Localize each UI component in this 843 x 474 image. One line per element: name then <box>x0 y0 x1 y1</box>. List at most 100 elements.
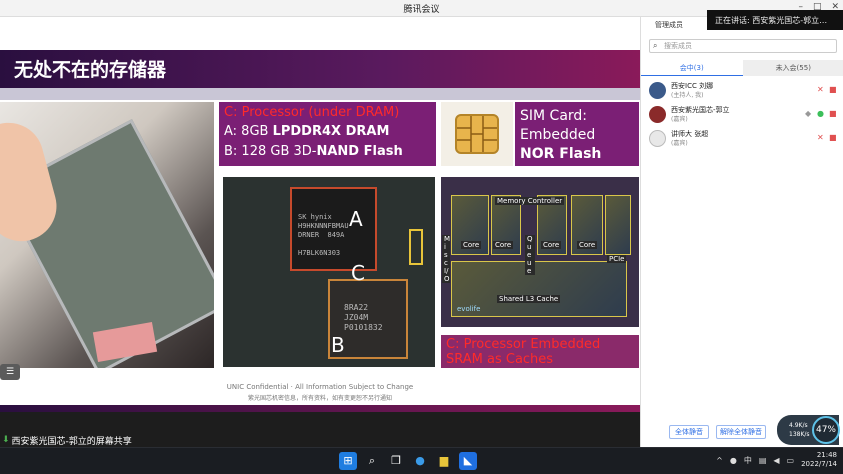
upload-speed: 4.9K/s <box>789 422 808 429</box>
maximize-button[interactable]: □ <box>812 2 822 12</box>
list-menu-icon[interactable]: ☰ <box>0 364 20 380</box>
participant-name: 西安紫光国芯-郭立 <box>671 106 730 114</box>
label-misc-io: Misc I/O <box>442 235 451 283</box>
footer-line-1: UNIC Confidential · All Information Subj… <box>226 383 414 391</box>
tencent-meeting-icon[interactable]: ◣ <box>459 452 477 470</box>
label-core-1: Core <box>461 241 482 249</box>
volume-icon[interactable]: ◀ <box>773 455 780 465</box>
mic-muted-icon[interactable]: ✕ <box>817 85 824 94</box>
sram-line-2: SRAM as Caches <box>446 352 554 367</box>
panel-footer: 全体静音 解除全体静音 <box>641 421 843 443</box>
slide-bottom-bar <box>0 405 640 412</box>
mark-a: A <box>349 207 363 231</box>
mark-c: C <box>351 261 365 285</box>
label-pcie: PCIe <box>607 255 627 263</box>
dram-line: A: 8GB LPDDR4X DRAM <box>224 124 390 139</box>
participant-name: 讲师大 张超 <box>671 130 709 138</box>
tray-chevron-icon[interactable]: ^ <box>716 455 723 465</box>
speaking-text: 正在讲话: 西安紫光国芯-郭立… <box>715 16 828 25</box>
processor-die-shot: Memory Controller Core Core Queue Core C… <box>441 177 639 327</box>
share-status-icon: ⬇ <box>2 435 10 445</box>
camera-off-icon[interactable]: ■ <box>829 133 837 142</box>
sharer-name: 西安紫光国芯-郭立的屏幕共享 <box>11 436 132 447</box>
tab-in-meeting[interactable]: 会中(3) <box>641 60 743 76</box>
participant-row[interactable]: 西安紫光国芯-郭立 (嘉宾) ◆ ● ■ <box>649 105 839 125</box>
screen-share-label: ⬇ 西安紫光国芯-郭立的屏幕共享 <box>0 433 142 447</box>
die-l3-cache <box>451 261 627 317</box>
clock-time: 21:48 <box>816 451 837 459</box>
sim-info-box: SIM Card: Embedded NOR Flash <box>515 102 639 166</box>
sim-line-3: NOR Flash <box>520 146 602 162</box>
slide-title: 无处不在的存储器 <box>14 59 167 81</box>
start-icon[interactable]: ⊞ <box>339 452 357 470</box>
network-widget: 4.9K/s 138K/s 47% <box>777 415 840 445</box>
camera-off-icon[interactable]: ■ <box>829 85 837 94</box>
sram-info-box: C: Processor Embedded SRAM as Caches <box>441 335 639 368</box>
participant-row[interactable]: 讲师大 张超 (嘉宾) ✕ ■ <box>649 129 839 149</box>
member-search-input[interactable]: ⌕ 搜索成员 <box>649 39 837 53</box>
battery-icon[interactable]: ▭ <box>786 455 795 465</box>
tray-app-icon[interactable]: ● <box>729 455 737 465</box>
avatar <box>649 130 666 147</box>
slide-footer: UNIC Confidential · All Information Subj… <box>0 383 640 402</box>
avatar <box>649 106 666 123</box>
ime-indicator[interactable]: 中 <box>743 455 752 465</box>
member-tabs: 会中(3) 未入会(55) <box>641 60 843 76</box>
search-icon[interactable]: ⌕ <box>368 454 376 467</box>
task-view-icon[interactable]: ❐ <box>391 454 401 467</box>
members-panel-header: 管理成员 <box>641 17 843 33</box>
search-icon: ⌕ <box>653 41 658 50</box>
minimize-button[interactable]: – <box>798 2 803 12</box>
nand-chip-text: 8RA22 JZ04M P0101832 <box>344 303 383 332</box>
label-memory-controller: Memory Controller <box>495 197 565 205</box>
participant-name: 西安ICC 刘娜 <box>671 82 714 90</box>
window-title: 腾讯会议 <box>403 5 440 15</box>
tab-not-joined[interactable]: 未入会(55) <box>775 64 811 72</box>
mic-on-icon[interactable]: ● <box>817 109 824 118</box>
search-placeholder: 搜索成员 <box>664 42 692 50</box>
sim-chip-icon <box>455 114 499 154</box>
processor-info-box: C: Processor (under DRAM) A: 8GB LPDDR4X… <box>219 102 436 166</box>
dram-chip-text: SK hynix H9HKNNNFBMAU DRNER 849A H7BLK6N… <box>298 213 349 257</box>
sim-line-1: SIM Card: <box>520 108 588 124</box>
sram-line-1: C: Processor Embedded <box>446 337 601 352</box>
screen-share-area: 无处不在的存储器 C: Processor (under DRAM) A: 8G… <box>0 17 640 447</box>
title-bar: 腾讯会议 – □ ✕ <box>0 0 843 17</box>
download-speed: 138K/s <box>789 431 810 438</box>
camera-off-icon[interactable]: ■ <box>829 109 837 118</box>
mute-all-button[interactable]: 全体静音 <box>669 425 709 439</box>
slide-band <box>0 88 640 100</box>
sim-line-2: Embedded <box>520 127 596 143</box>
dram-chip: SK hynix H9HKNNNFBMAU DRNER 849A H7BLK6N… <box>290 187 377 271</box>
mic-muted-icon[interactable]: ✕ <box>817 133 824 142</box>
participant-role: (嘉宾) <box>671 116 688 123</box>
participant-role: (主持人, 我) <box>671 92 704 99</box>
edge-browser-icon[interactable]: ● <box>415 454 425 467</box>
close-button[interactable]: ✕ <box>831 2 839 12</box>
die-pcie <box>605 195 631 255</box>
file-explorer-icon[interactable]: ▆ <box>439 454 449 467</box>
taskbar: ⊞ ⌕ ❐ ● ▆ ◣ ^ ● 中 ▤ ◀ ▭ 21:48 2022/7/14 <box>0 447 843 474</box>
label-core-2: Core <box>493 241 514 249</box>
label-core-3: Core <box>541 241 562 249</box>
label-queue: Queue <box>525 235 535 275</box>
panel-title: 管理成员 <box>655 21 683 29</box>
nand-line: B: 128 GB 3D-NAND Flash <box>224 144 403 159</box>
nand-chip: 8RA22 JZ04M P0101832 <box>328 279 408 359</box>
speaking-indicator: 正在讲话: 西安紫光国芯-郭立… <box>707 10 843 30</box>
shield-icon: ◆ <box>805 109 812 118</box>
die-brand: evolife <box>457 305 481 313</box>
processor-bracket <box>409 229 423 265</box>
label-core-4: Core <box>577 241 598 249</box>
shared-slide: 无处不在的存储器 C: Processor (under DRAM) A: 8G… <box>0 17 640 412</box>
participant-row[interactable]: 西安ICC 刘娜 (主持人, 我) ✕ ■ <box>649 81 839 101</box>
members-panel: 管理成员 正在讲话: 西安紫光国芯-郭立… ⌕ 搜索成员 会中(3) 未入会(5… <box>640 10 843 447</box>
unmute-all-button[interactable]: 解除全体静音 <box>716 425 766 439</box>
mark-b: B <box>331 333 345 357</box>
cpu-percent: 47% <box>812 416 840 444</box>
label-l3: Shared L3 Cache <box>497 295 561 303</box>
sim-chip-image <box>441 102 513 166</box>
clock[interactable]: 21:48 2022/7/14 <box>801 451 837 469</box>
network-icon[interactable]: ▤ <box>758 455 767 465</box>
